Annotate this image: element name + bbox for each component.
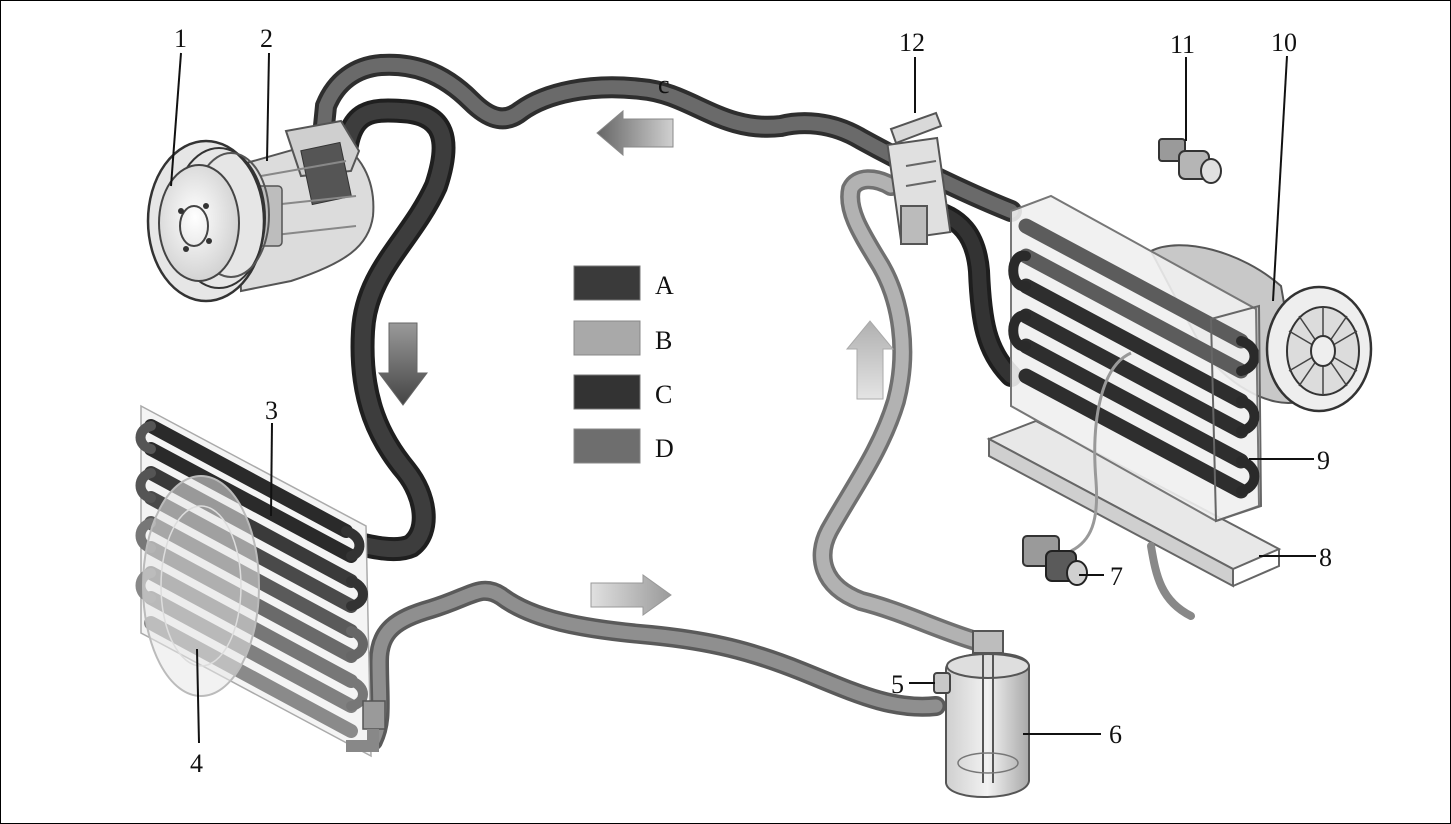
flow-arrow-down [378,322,428,406]
liquid-line-hose [363,580,946,751]
callout-5: 5 [891,670,904,699]
callout-10: 10 [1271,28,1297,57]
legend-label-c: C [655,380,672,409]
evaporator [1008,194,1263,523]
leader-lines [170,52,1316,744]
callouts: 1 2 3 4 5 6 7 8 9 10 11 12 c [174,24,1332,778]
callout-1: 1 [174,24,187,53]
pulley-face [158,164,240,282]
callout-11: 11 [1170,30,1195,59]
receiver-drier [933,630,1030,799]
legend-swatch-b [573,320,641,356]
flow-arrow-left [596,109,674,157]
legend-label-a: A [655,271,674,300]
valve-to-evaporator-hose [915,198,1022,387]
legend: A B C D [573,265,674,464]
callout-8: 8 [1319,543,1332,572]
thermostat [1022,535,1088,586]
evaporator-drain-tray [986,419,1282,620]
discharge-hose [334,98,456,562]
callout-2: 2 [260,24,273,53]
condenser [135,404,386,758]
legend-item-b: B [573,320,672,356]
flow-arrow-up [845,320,895,400]
legend-item-a: A [573,265,674,301]
thermostat-capillary [1070,351,1132,553]
callout-12: 12 [899,28,925,57]
legend-swatch-c [573,374,641,410]
legend-item-c: C [573,374,672,410]
callout-c: c [658,70,670,99]
expansion-valve [886,111,952,245]
flow-arrow-right [590,574,672,616]
legend-label-b: B [655,326,672,355]
callout-4: 4 [190,749,203,778]
callout-9: 9 [1317,446,1330,475]
callout-3: 3 [265,396,278,425]
legend-swatch-a [573,265,641,301]
compressor [146,119,375,303]
suction-hose [312,53,1022,222]
evaporator-inlet-hose [812,169,986,651]
callout-6: 6 [1109,720,1122,749]
legend-swatch-d [573,428,641,464]
legend-label-d: D [655,434,674,463]
legend-item-d: D [573,428,674,464]
pressure-switch [1158,138,1222,184]
callout-7: 7 [1110,562,1123,591]
